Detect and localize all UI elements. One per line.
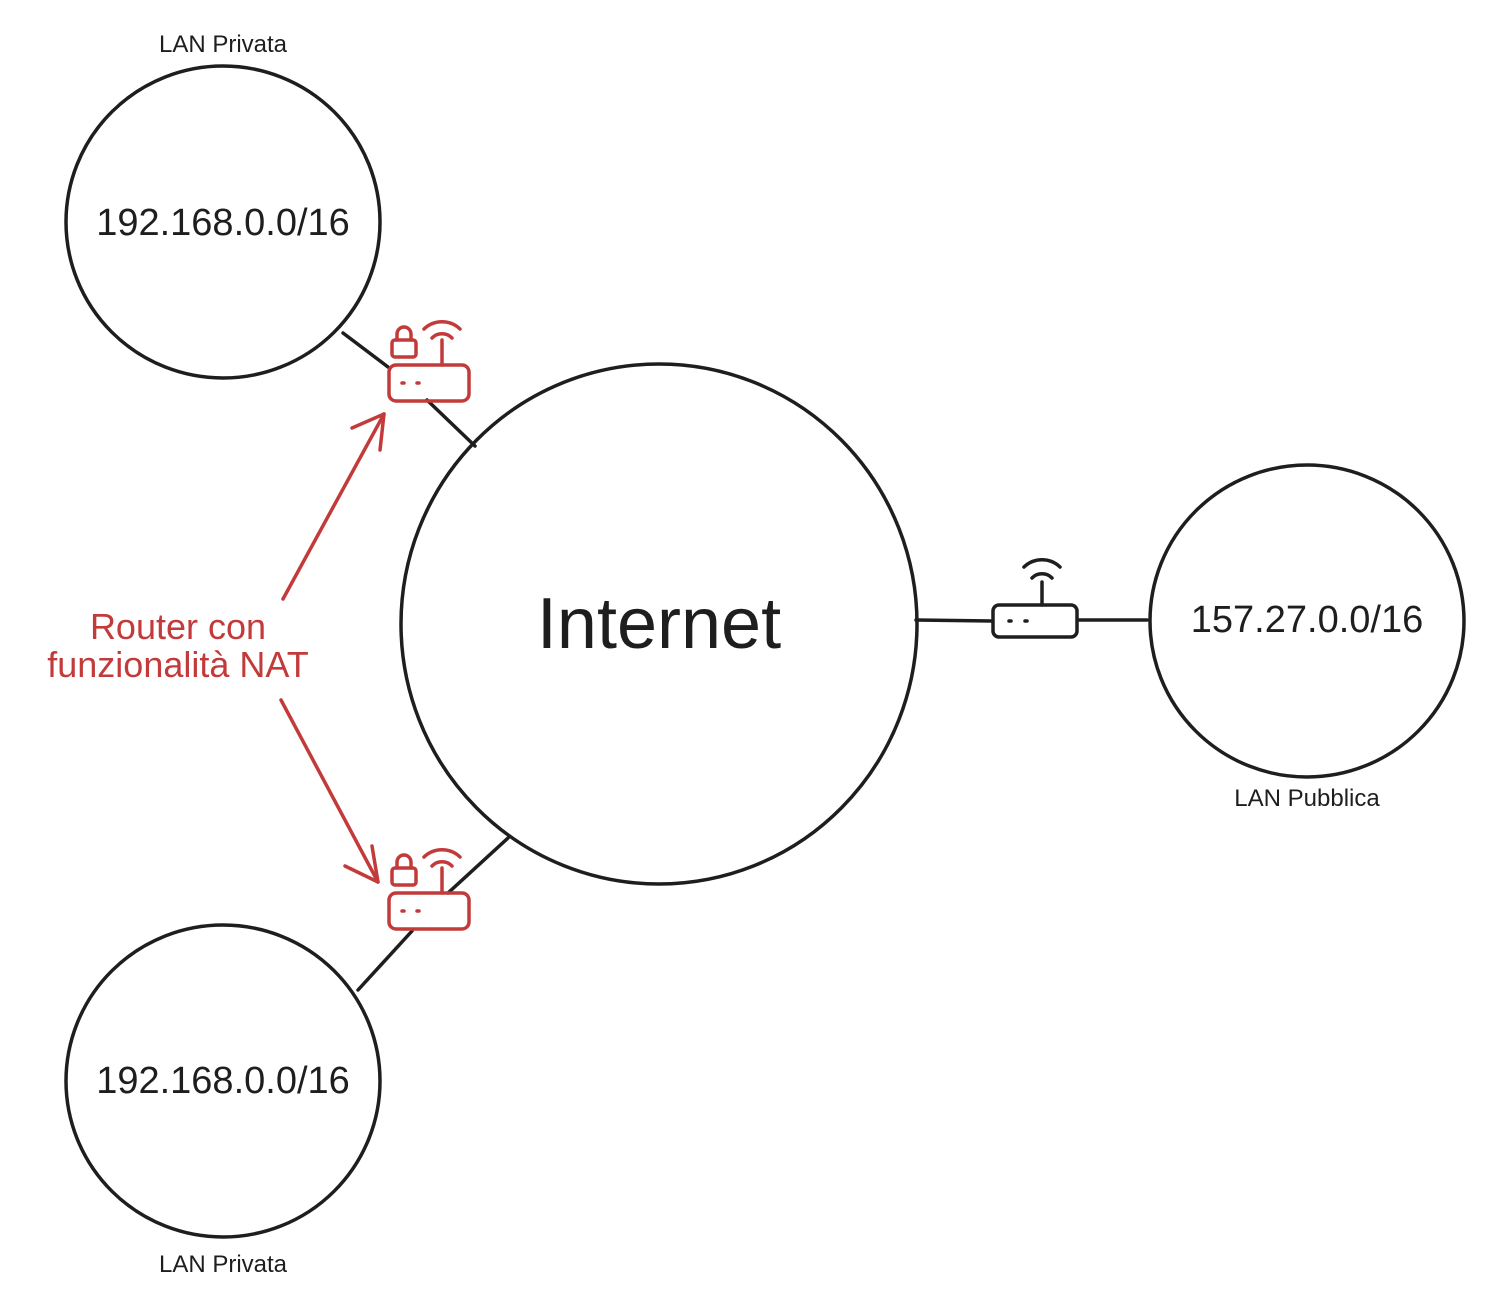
wire-top-lan-router	[341, 331, 390, 369]
lan-caption-right: LAN Pubblica	[1234, 785, 1380, 812]
public-lan-circle	[1148, 463, 1466, 779]
wire-internet-router-right	[914, 618, 994, 623]
arrow-to-top-router	[281, 412, 386, 601]
router-lock-wifi-icon	[387, 320, 471, 403]
wire-router-bottom-lan	[356, 929, 414, 992]
arrow-to-bottom-router	[279, 698, 380, 884]
private-lan-bottom-circle	[64, 923, 382, 1239]
wire-internet-router-bottom	[446, 836, 510, 895]
lan-caption-bottom: LAN Privata	[159, 1251, 288, 1278]
router-lock-wifi-icon	[387, 848, 471, 931]
nat-annotation-line1: Router con	[90, 606, 266, 647]
nat-annotation-line2: funzionalità NAT	[47, 644, 308, 685]
router-wifi-icon	[991, 558, 1079, 639]
private-lan-top-circle	[64, 64, 382, 380]
internet-label: Internet	[537, 584, 781, 664]
cidr-label-bottom: 192.168.0.0/16	[96, 1060, 350, 1102]
lan-caption-top: LAN Privata	[159, 31, 288, 58]
cidr-label-top: 192.168.0.0/16	[96, 202, 350, 244]
wire-router-internet-top	[425, 398, 477, 448]
cidr-label-right: 157.27.0.0/16	[1191, 599, 1423, 641]
internet-circle	[399, 362, 919, 886]
